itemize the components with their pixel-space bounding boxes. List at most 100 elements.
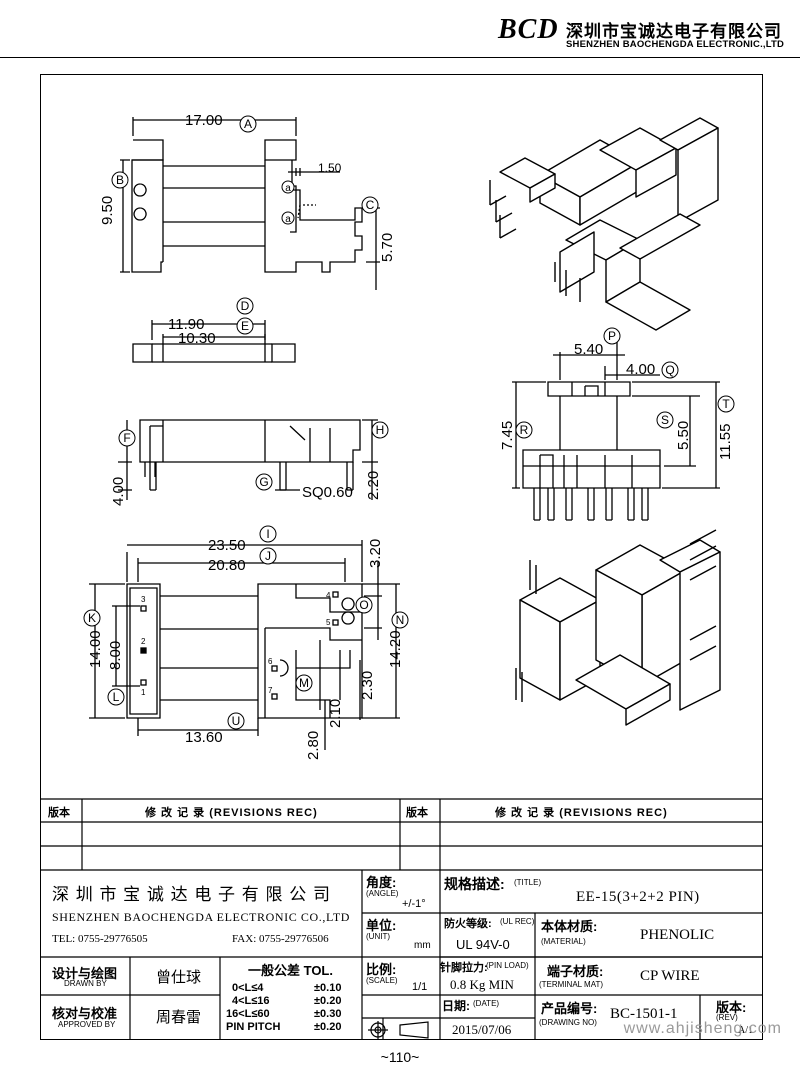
svg-text:R: R — [520, 423, 529, 437]
rev-col-record: 修 改 记 录 (REVISIONS REC) — [145, 807, 318, 819]
dim-4-00-side: 4.00 — [626, 361, 655, 378]
svg-text:L: L — [113, 690, 120, 704]
svg-text:E: E — [241, 319, 249, 333]
dim-1-50: 1.50 — [318, 161, 342, 175]
tb-date-label: 日期: — [442, 999, 470, 1013]
tb-ul-label: 防火等级: — [444, 918, 492, 930]
tb-angle-label: 角度: — [366, 875, 397, 890]
ref-marker-s: S — [656, 411, 674, 429]
pin-label-7: 7 — [268, 686, 273, 695]
projection-symbol-icon — [368, 1021, 429, 1039]
svg-text:Q: Q — [665, 363, 674, 377]
company-name-en: SHENZHEN BAOCHENGDA ELECTRONIC.,LTD — [566, 39, 785, 50]
bottom-view — [89, 540, 400, 750]
svg-text:S: S — [661, 413, 669, 427]
isometric-pins-top — [489, 180, 581, 302]
tb-terminal-label-en: (TERMINAL MAT) — [539, 980, 603, 989]
ref-marker-a: A — [239, 115, 257, 133]
dim-8-00: 8.00 — [107, 641, 124, 670]
tb-company-cn: 深 圳 市 宝 诚 达 电 子 有 限 公 司 — [52, 885, 331, 904]
technical-drawing: 17.00 9.50 1.50 5.70 11.90 10.30 4.00 2.… — [83, 112, 735, 760]
dim-14-00: 14.00 — [87, 630, 104, 668]
company-name-cn: 深圳市宝诚达电子有限公司 — [566, 22, 782, 41]
tb-material-label-en: (MATERIAL) — [541, 937, 586, 946]
rev-col-version: 版本 — [48, 807, 70, 819]
tb-angle-label-en: (ANGLE) — [366, 889, 399, 898]
tb-unit-label: 单位: — [366, 918, 397, 933]
tb-terminal-label: 端子材质: — [547, 964, 604, 979]
tb-unit-value: mm — [414, 940, 431, 951]
tb-title-value: EE-15(3+2+2 PIN) — [576, 889, 700, 905]
ref-marker-j: J — [259, 547, 277, 565]
svg-text:M: M — [299, 676, 309, 690]
svg-text:N: N — [396, 613, 405, 627]
tb-drawing-value: BC-1501-1 — [610, 1006, 678, 1022]
tb-rev-label-en: (REV) — [716, 1013, 738, 1022]
svg-text:F: F — [123, 431, 130, 445]
tb-pinload-value: 0.8 Kg MIN — [450, 977, 514, 992]
svg-text:H: H — [376, 423, 385, 437]
svg-text:a: a — [285, 214, 291, 225]
dim-2-80: 2.80 — [305, 731, 322, 760]
ref-marker-h: H — [371, 421, 389, 439]
tb-tol-title: 一般公差 TOL. — [248, 963, 333, 978]
tb-tol-value-3: ±0.30 — [314, 1008, 342, 1020]
tb-date-value: 2015/07/06 — [452, 1022, 512, 1037]
svg-text:A: A — [244, 117, 252, 131]
dim-11-55: 11.55 — [717, 424, 734, 460]
ref-marker-n: N — [391, 611, 409, 629]
tb-scale-label: 比例: — [366, 962, 397, 977]
pin-label-6: 6 — [268, 657, 273, 666]
ref-marker-e: E — [236, 317, 254, 335]
ref-marker-t: T — [717, 395, 735, 413]
tb-scale-value: 1/1 — [412, 981, 428, 993]
company-logo: BCD — [498, 14, 559, 45]
tb-terminal-value: CP WIRE — [640, 968, 700, 984]
ref-marker-d: D — [236, 297, 254, 315]
pin-label-5: 5 — [326, 618, 331, 627]
ref-marker-p: P — [603, 327, 621, 345]
svg-text:J: J — [265, 549, 271, 563]
tb-drawing-label: 产品编号: — [541, 1001, 598, 1016]
tb-drawing-label-en: (DRAWING NO) — [539, 1018, 597, 1027]
ref-marker-r: R — [515, 421, 533, 439]
header: BCD 深圳市宝诚达电子有限公司 SHENZHEN BAOCHENGDA ELE… — [0, 0, 800, 60]
tb-angle-value: +/-1° — [402, 898, 426, 910]
svg-text:I: I — [266, 527, 269, 541]
ref-marker-g: G — [255, 473, 273, 491]
tb-title-label-en: (TITLE) — [514, 878, 542, 887]
dim-20-80: 20.80 — [208, 557, 246, 574]
pin-numbers: 1 2 3 4 5 6 7 — [141, 591, 331, 697]
reference-markers: A B C a a D E F G H P Q R S T I J K L M … — [83, 115, 735, 730]
svg-text:D: D — [241, 299, 250, 313]
dim-sq0-60: SQ0.60 — [302, 484, 353, 501]
ref-marker-a-small-1: a — [281, 180, 295, 194]
dim-4-00-front: 4.00 — [110, 477, 127, 506]
dim-2-30: 2.30 — [359, 671, 376, 700]
ref-marker-o: O — [355, 596, 373, 614]
ref-marker-k: K — [83, 609, 101, 627]
svg-text:a: a — [285, 183, 291, 194]
tb-ul-label-en: (UL REC) — [500, 917, 535, 926]
side-view — [512, 340, 720, 521]
tb-rev-label: 版本: — [716, 1000, 747, 1015]
tb-scale-label-en: (SCALE) — [366, 976, 398, 985]
dim-3-20: 3.20 — [367, 539, 384, 568]
ref-marker-l: L — [107, 688, 125, 706]
tb-approved-value: 周春雷 — [156, 1009, 202, 1026]
dim-10-30: 10.30 — [178, 330, 216, 347]
tb-company-en: SHENZHEN BAOCHENGDA ELECTRONIC CO.,LTD — [52, 910, 351, 924]
svg-text:P: P — [608, 329, 616, 343]
dim-14-20: 14.20 — [387, 630, 404, 668]
pin-label-2: 2 — [141, 637, 146, 646]
ref-marker-b: B — [111, 171, 129, 189]
ref-marker-c: C — [361, 196, 379, 214]
tb-pinload-label-en: (PIN LOAD) — [486, 961, 529, 970]
tb-tol-range-1: 0<L≤4 — [232, 982, 264, 994]
tb-title-label: 规格描述: — [444, 876, 505, 892]
svg-text:G: G — [259, 475, 268, 489]
dim-2-20: 2.20 — [365, 471, 382, 500]
tb-tol-value-4: ±0.20 — [314, 1021, 342, 1033]
dim-17-00: 17.00 — [185, 112, 223, 129]
